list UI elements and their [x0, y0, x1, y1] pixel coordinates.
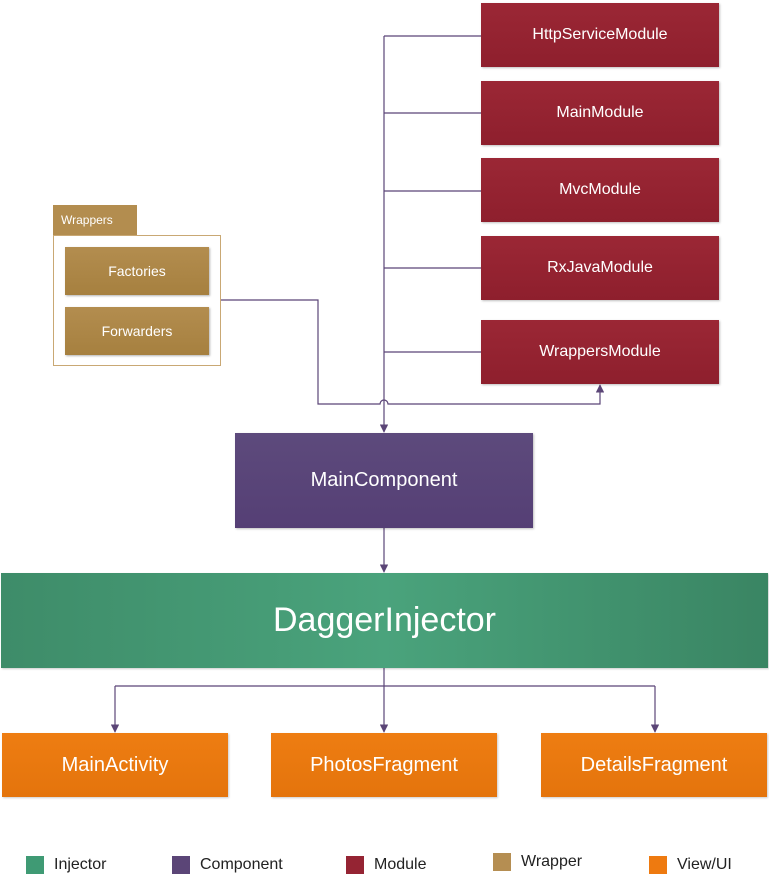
- wrappers-title-label: Wrappers: [61, 213, 113, 227]
- view-mainactivity: MainActivity: [2, 733, 228, 797]
- wrapper-forwarders: Forwarders: [65, 307, 209, 355]
- module-main: MainModule: [481, 81, 719, 145]
- legend-swatch: [493, 853, 511, 871]
- wrappers-group-title: Wrappers: [53, 205, 137, 235]
- view-detailsfragment: DetailsFragment: [541, 733, 767, 797]
- module-mvc: MvcModule: [481, 158, 719, 222]
- injector-label: DaggerInjector: [272, 601, 496, 639]
- view-label: DetailsFragment: [580, 753, 728, 776]
- legend-viewui: View/UI: [649, 856, 732, 874]
- legend-injector: Injector: [26, 856, 106, 874]
- main-component: MainComponent: [235, 433, 533, 528]
- legend-wrapper: Wrapper: [493, 853, 582, 871]
- view-label: PhotosFragment: [310, 753, 458, 776]
- legend-label: View/UI: [677, 856, 732, 873]
- legend-label: Module: [374, 856, 427, 873]
- module-label: WrappersModule: [539, 343, 661, 360]
- legend-label: Wrapper: [521, 853, 583, 870]
- wrapper-label: Factories: [108, 263, 166, 279]
- wrapper-factories: Factories: [65, 247, 209, 295]
- legend-component: Component: [172, 856, 283, 874]
- view-photosfragment: PhotosFragment: [271, 733, 497, 797]
- view-label: MainActivity: [61, 753, 169, 776]
- module-label: RxJavaModule: [547, 259, 653, 276]
- wrappers-to-module-arrow: [221, 299, 605, 405]
- legend-swatch: [172, 856, 190, 874]
- legend-swatch: [346, 856, 364, 874]
- component-label: MainComponent: [310, 469, 458, 491]
- wrapper-label: Forwarders: [101, 323, 173, 339]
- legend-label: Component: [200, 856, 283, 873]
- legend-label: Injector: [54, 856, 107, 873]
- module-label: MvcModule: [559, 181, 641, 198]
- module-httpservice: HttpServiceModule: [481, 3, 719, 67]
- legend-swatch: [649, 856, 667, 874]
- module-label: HttpServiceModule: [532, 26, 668, 43]
- dagger-injector: DaggerInjector: [1, 573, 768, 668]
- module-rxjava: RxJavaModule: [481, 236, 719, 300]
- legend-module: Module: [346, 856, 426, 874]
- module-label: MainModule: [556, 104, 644, 121]
- module-wrappers: WrappersModule: [481, 320, 719, 384]
- legend-swatch: [26, 856, 44, 874]
